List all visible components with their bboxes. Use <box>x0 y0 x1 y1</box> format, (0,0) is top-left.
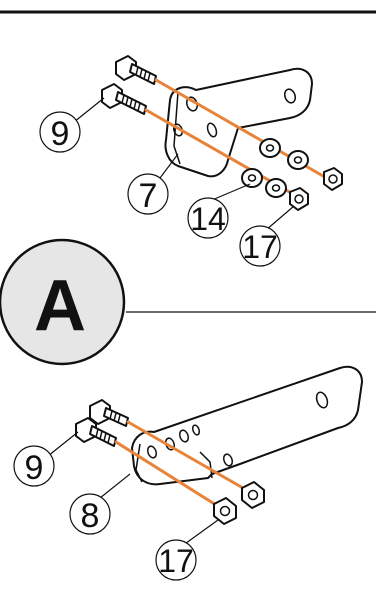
lower-bracket <box>131 365 363 486</box>
lower-assembly: 9 8 17 <box>13 365 363 581</box>
upper-bracket <box>164 67 313 178</box>
upper-bolt-1 <box>115 55 157 85</box>
svg-text:17: 17 <box>242 229 278 265</box>
upper-bolt-2 <box>101 83 147 115</box>
upper-washer-4 <box>265 178 287 198</box>
lower-nut-1 <box>241 481 265 509</box>
lower-callout-8: 8 <box>69 493 111 535</box>
section-circle <box>0 238 126 366</box>
lower-callout-9: 9 <box>13 445 55 487</box>
svg-text:17: 17 <box>158 543 194 579</box>
lower-bolt-path-2 <box>114 440 226 512</box>
upper-callout-7: 7 <box>127 173 169 215</box>
svg-text:7: 7 <box>139 177 158 215</box>
upper-leader-7 <box>159 153 179 179</box>
section-marker: A <box>0 238 376 366</box>
upper-callout-9: 9 <box>39 111 81 153</box>
lower-bolt-1 <box>89 399 129 427</box>
upper-nut-2 <box>289 187 309 211</box>
lower-leader-9 <box>47 431 79 457</box>
upper-leader-14 <box>211 183 251 201</box>
svg-text:9: 9 <box>51 115 70 153</box>
upper-washer-1 <box>259 138 281 158</box>
section-label: A <box>34 266 86 346</box>
upper-assembly: 9 7 14 17 <box>39 55 343 267</box>
svg-text:14: 14 <box>190 201 226 237</box>
upper-washer-3 <box>241 168 263 188</box>
lower-bolt-2 <box>75 417 117 447</box>
lower-callout-17: 17 <box>155 539 197 581</box>
lower-nut-2 <box>213 497 237 525</box>
upper-leader-17 <box>265 205 295 231</box>
upper-washer-2 <box>287 150 309 170</box>
svg-text:8: 8 <box>81 497 100 535</box>
upper-leader-9 <box>73 97 105 123</box>
upper-callout-14: 14 <box>187 197 229 239</box>
lower-leader-17 <box>181 519 219 547</box>
lower-bolt-path-1 <box>126 420 252 494</box>
upper-callout-17: 17 <box>239 225 281 267</box>
lower-leader-8 <box>99 473 131 499</box>
svg-text:9: 9 <box>25 449 44 487</box>
upper-nut-1 <box>323 167 343 191</box>
